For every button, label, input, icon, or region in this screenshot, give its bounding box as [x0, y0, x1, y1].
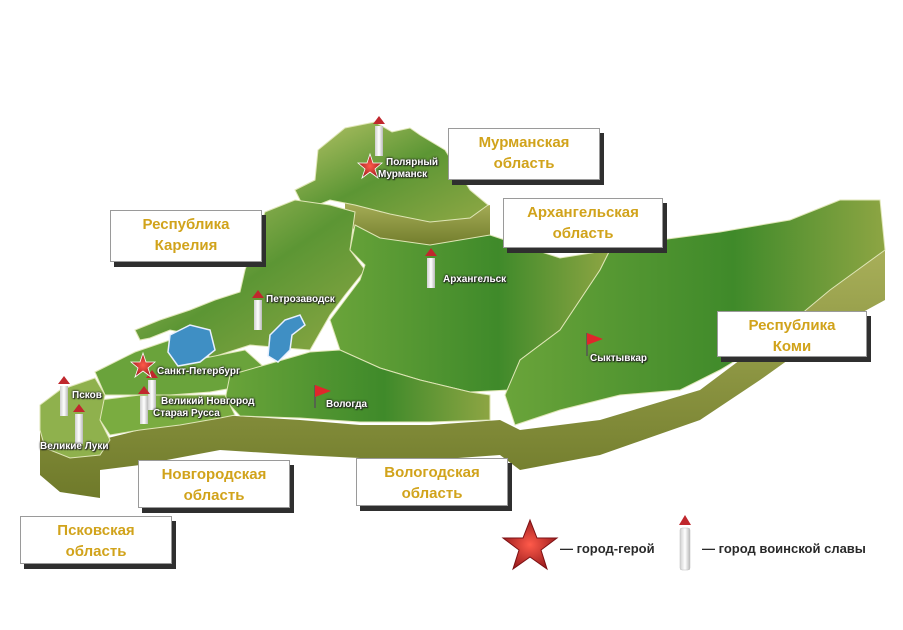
- city-label-velikiy-novgorod: Великий Новгород: [161, 396, 255, 407]
- region-label-karelia-line2: Карелия: [154, 237, 218, 254]
- vologda-region: [224, 349, 491, 423]
- city-label-staraya-russa: Старая Русса: [153, 408, 220, 419]
- obelisk-icon-petrozavodsk: [252, 290, 264, 330]
- red-flag-icon-vologda: [314, 385, 331, 408]
- obelisk-icon-pskov: [58, 376, 70, 416]
- region-label-novgorod-line2: область: [183, 487, 245, 504]
- city-label-arkhangelsk: Архангельск: [443, 274, 507, 285]
- city-label-vologda: Вологда: [326, 399, 368, 410]
- region-label-arkhangelsk-line2: область: [552, 225, 614, 242]
- legend-red-star-icon: [501, 518, 559, 571]
- map-side-wall: [40, 245, 885, 498]
- region-label-komi-line2: Коми: [772, 338, 812, 355]
- region-label-novgorod: Новгородская область: [138, 460, 290, 508]
- lake-onega: [267, 314, 306, 363]
- city-label-velikie-luki: Великие Луки: [40, 441, 109, 452]
- region-label-karelia-line1: Республика: [142, 216, 230, 233]
- region-label-komi: Республика Коми: [717, 311, 867, 357]
- obelisk-icon-velikie-luki: [73, 404, 85, 444]
- obelisk-icon-polyarny: [373, 116, 385, 156]
- region-label-komi-line1: Республика: [748, 317, 836, 334]
- obelisk-icon-arkhangelsk: [425, 248, 437, 288]
- region-label-arkhangelsk-line1: Архангельская: [527, 204, 639, 221]
- region-label-pskov: Псковская область: [20, 516, 172, 564]
- red-star-icon-murmansk: [356, 152, 384, 180]
- legend-obelisk-icon: [679, 515, 691, 571]
- red-star-icon-spb: [129, 351, 157, 379]
- region-label-pskov-line1: Псковская: [57, 522, 135, 539]
- lake-ladoga: [167, 324, 216, 367]
- region-label-novgorod-line1: Новгородская: [161, 466, 267, 483]
- obelisk-icon-staraya-russa: [138, 386, 150, 424]
- komi-region: [504, 199, 886, 426]
- region-label-karelia: Республика Карелия: [110, 210, 262, 262]
- city-label-petrozavodsk: Петрозаводск: [266, 294, 335, 305]
- region-label-murmansk-line2: область: [493, 155, 555, 172]
- region-label-murmansk: Мурманская область: [448, 128, 600, 180]
- legend-hero-city: — город-герой: [560, 541, 655, 556]
- region-label-arkhangelsk: Архангельская область: [503, 198, 663, 248]
- city-label-pskov: Псков: [72, 390, 102, 401]
- city-label-syktyvkar: Сыктывкар: [590, 353, 648, 364]
- region-label-vologda-line2: область: [401, 485, 463, 502]
- region-label-vologda-line1: Вологодская: [384, 464, 480, 481]
- region-label-pskov-line2: область: [65, 543, 127, 560]
- city-label-spb: Санкт-Петербург: [157, 366, 241, 377]
- city-label-polyarny: Полярный: [386, 157, 439, 168]
- region-label-murmansk-line1: Мурманская: [478, 134, 570, 151]
- region-label-vologda: Вологодская область: [356, 458, 508, 506]
- red-flag-icon-syktyvkar: [586, 333, 603, 356]
- arkhangelsk-side-wall: [345, 200, 490, 248]
- legend-military-glory-city: — город воинской славы: [702, 541, 866, 556]
- city-label-murmansk: Мурманск: [378, 169, 428, 180]
- novgorod-region: [99, 394, 236, 436]
